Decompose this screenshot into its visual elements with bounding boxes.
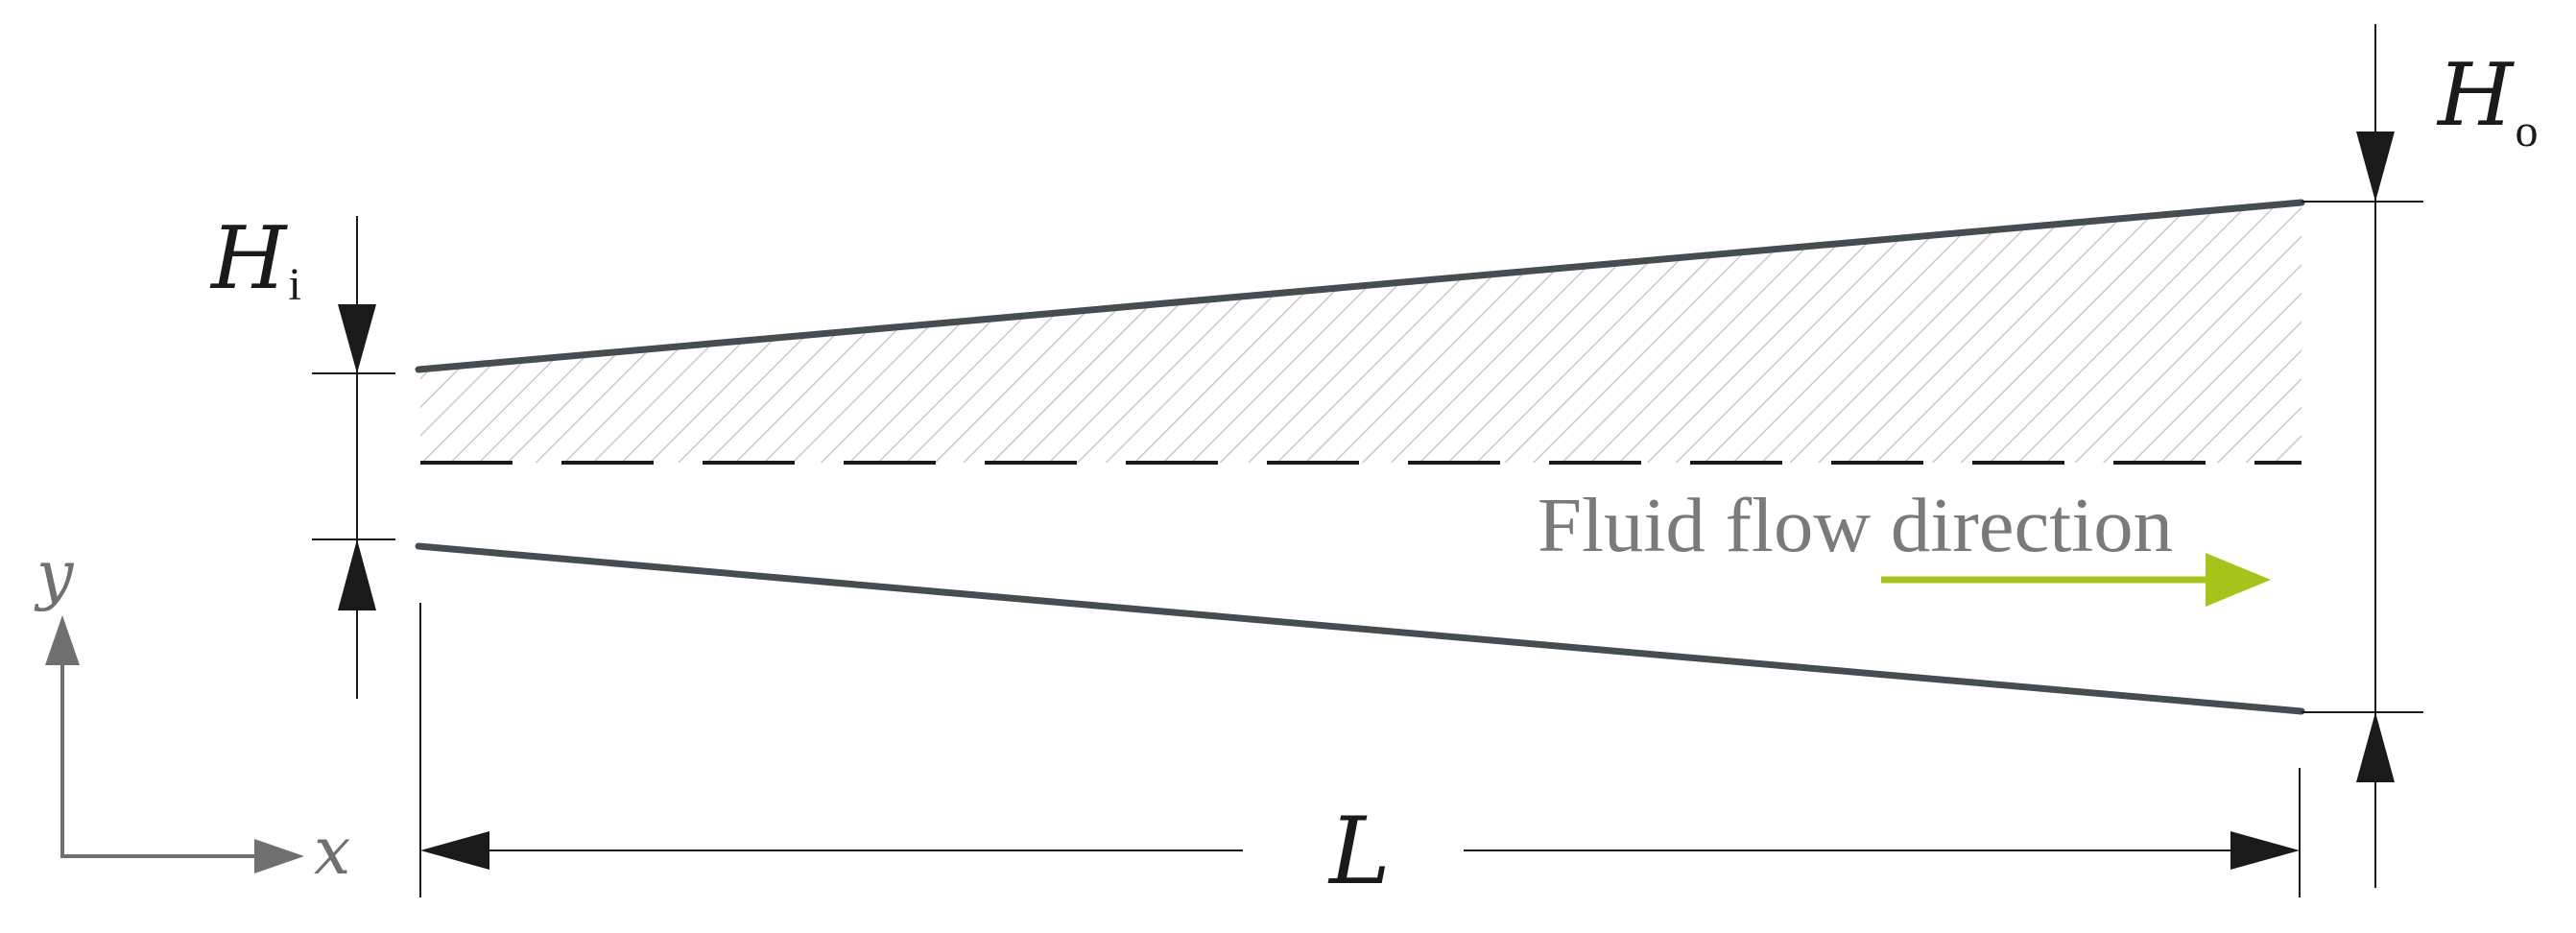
x-axis-arrowhead xyxy=(254,839,304,873)
inlet-arrow-up xyxy=(338,539,376,610)
inlet-height-dimension xyxy=(312,216,395,699)
outlet-height-label: Ho xyxy=(2436,45,2539,156)
lower-wall xyxy=(415,542,2305,715)
upper-wall xyxy=(415,199,2305,373)
flow-direction-arrow xyxy=(1881,553,2271,607)
flow-direction-label: Fluid flow direction xyxy=(1538,484,2173,568)
coordinate-axes xyxy=(45,615,304,873)
x-axis-label: x xyxy=(314,814,350,890)
outlet-arrow-down xyxy=(2356,132,2395,202)
length-label: L xyxy=(1327,798,1391,905)
inlet-height-label: Hi xyxy=(209,208,301,310)
inlet-arrow-down xyxy=(338,304,376,373)
y-axis-arrowhead xyxy=(45,615,80,665)
length-arrow-right xyxy=(2230,831,2300,870)
length-arrow-left xyxy=(420,831,489,870)
hatched-half-region xyxy=(420,203,2302,463)
outlet-arrow-up xyxy=(2356,712,2395,782)
outlet-height-dimension xyxy=(2302,24,2423,888)
y-axis-label: y xyxy=(34,538,75,613)
length-dimension xyxy=(419,603,2301,897)
